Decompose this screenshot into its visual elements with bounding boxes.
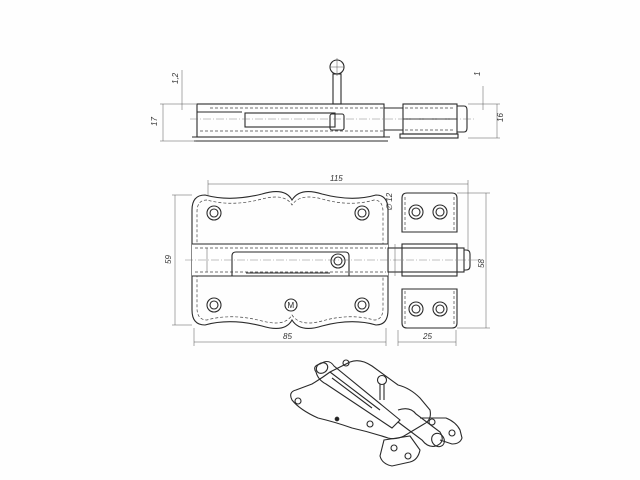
dim-bolt-diameter: ∅ 12 <box>385 192 394 211</box>
dim-plate-length: 85 <box>283 332 292 341</box>
isometric-view <box>290 359 463 467</box>
dim-keeper-height: 16 <box>496 113 505 122</box>
screw-hole-icon <box>206 205 370 313</box>
front-view: M 115 <box>164 174 490 346</box>
dim-keeper-width: 25 <box>422 332 432 341</box>
dim-keeper-height-front: 58 <box>477 259 486 268</box>
dim-plate-thickness: 1,2 <box>171 72 180 84</box>
dim-overall-length: 115 <box>330 174 343 183</box>
logo-mark: M <box>288 301 295 310</box>
dim-plate-height: 59 <box>164 255 173 264</box>
side-view: 17 1,2 16 1 <box>150 58 505 142</box>
dim-body-height: 17 <box>150 117 159 126</box>
dim-keeper-thickness: 1 <box>473 72 482 76</box>
logo-mark-icon <box>284 298 298 312</box>
